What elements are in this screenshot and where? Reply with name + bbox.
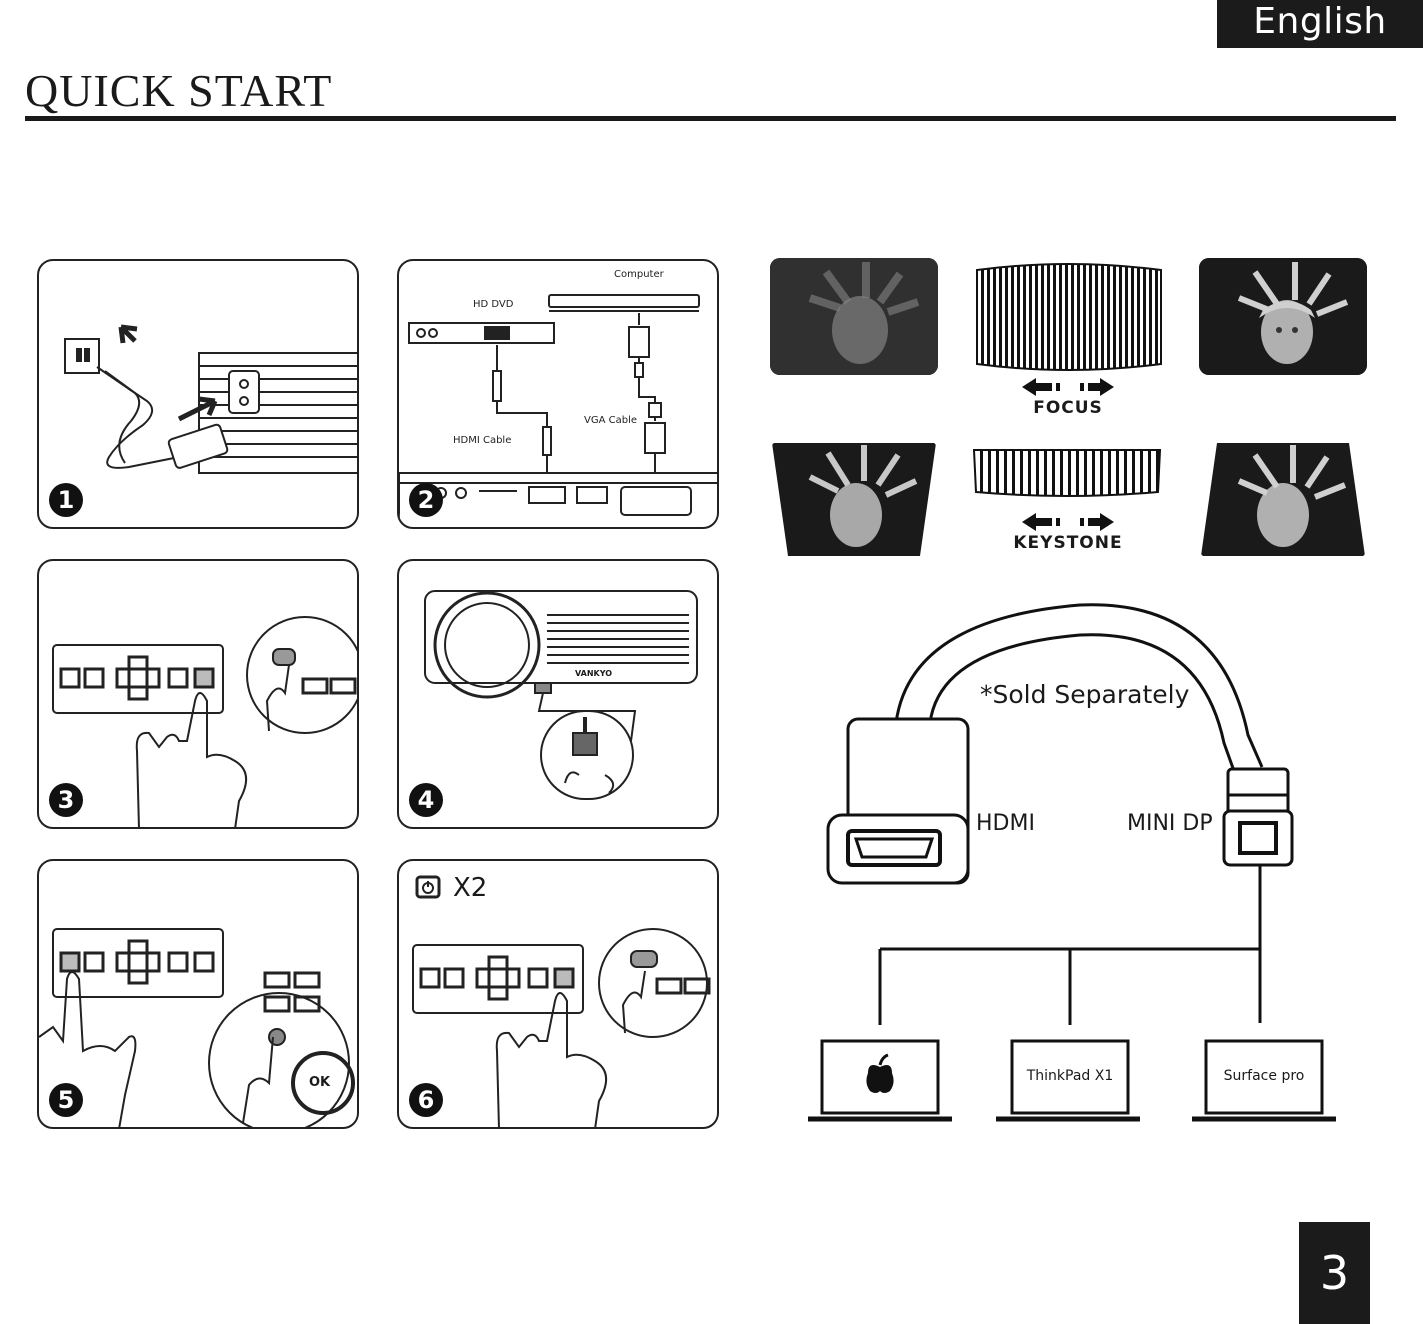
step-number: 1	[49, 483, 83, 517]
step-number: 6	[409, 1083, 443, 1117]
hdmi-port-label: HDMI	[976, 811, 1035, 836]
step-2-panel: Computer HD DVD HDMI Cable VGA Cable 2	[397, 259, 719, 529]
focused-image-thumbnail	[1199, 258, 1367, 375]
computer-label: Computer	[614, 269, 664, 280]
keystone-label: KEYSTONE	[1000, 533, 1136, 553]
step-1-panel: 1	[37, 259, 359, 529]
title-divider	[25, 116, 1396, 121]
hdmi-cable-label: HDMI Cable	[453, 435, 511, 446]
adapter-diagram	[800, 595, 1360, 1135]
keystone-distorted-thumbnail	[770, 441, 938, 558]
step-4-panel: VANKYO 4	[397, 559, 719, 829]
language-tab: English	[1217, 0, 1423, 48]
remote-ok-label: OK	[309, 1075, 330, 1090]
power-off-illustration	[399, 861, 719, 1129]
page-title: QUICK START	[25, 64, 332, 117]
hd-dvd-label: HD DVD	[473, 299, 513, 310]
step-3-panel: 3	[37, 559, 359, 829]
laptop-label-thinkpad: ThinkPad X1	[1012, 1068, 1128, 1084]
power-repeat-label: X2	[453, 873, 487, 903]
projector-focus-illustration	[399, 561, 719, 829]
step-number: 4	[409, 783, 443, 817]
vga-cable-label: VGA Cable	[584, 415, 637, 426]
mini-dp-port-label: MINI DP	[1127, 811, 1213, 836]
step-6-panel: X2 6	[397, 859, 719, 1129]
blurry-image-thumbnail	[770, 258, 938, 375]
step-number: 5	[49, 1083, 83, 1117]
power-connection-illustration	[39, 261, 359, 529]
page-number: 3	[1299, 1222, 1370, 1324]
step-number: 2	[409, 483, 443, 517]
focus-ring-icon	[975, 262, 1163, 372]
keystone-corrected-thumbnail	[1199, 441, 1367, 558]
cable-connection-illustration	[399, 261, 719, 529]
sold-separately-note: *Sold Separately	[980, 680, 1189, 709]
projector-brand-label: VANKYO	[575, 669, 612, 678]
step-number: 3	[49, 783, 83, 817]
control-panel-power-press-illustration	[39, 561, 359, 829]
keystone-ring-icon	[972, 448, 1162, 498]
focus-arrows-icon	[1022, 376, 1114, 398]
keystone-arrows-icon	[1022, 511, 1114, 533]
step-5-panel: OK 5	[37, 859, 359, 1129]
focus-label: FOCUS	[1008, 398, 1128, 418]
laptop-label-surface: Surface pro	[1206, 1068, 1322, 1084]
